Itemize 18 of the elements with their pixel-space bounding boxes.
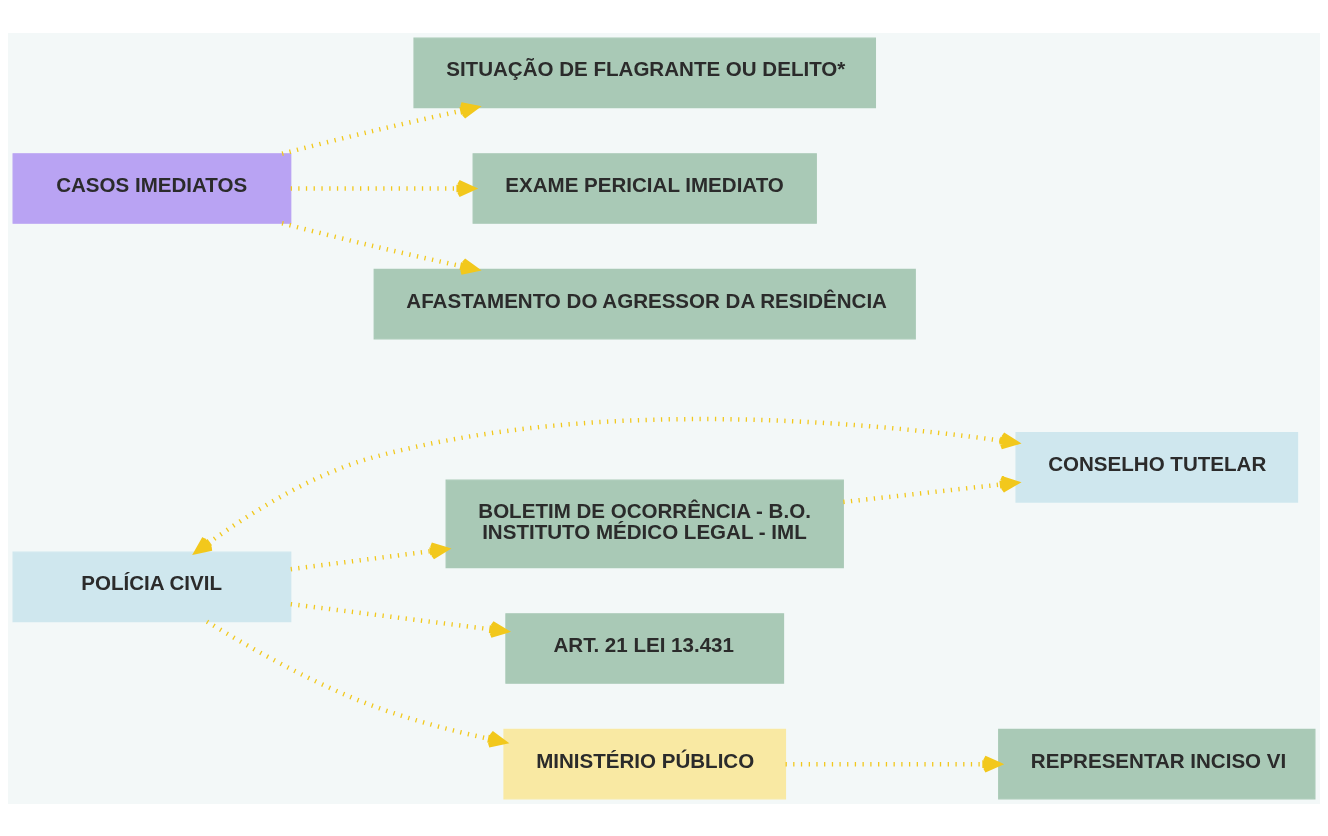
arrow — [843, 475, 1019, 504]
node-box: POLÍCIA CIVIL — [12, 551, 292, 622]
arrow — [290, 601, 508, 638]
node-box: CONSELHO TUTELAR — [1015, 431, 1299, 503]
node-box: ART. 21 LEI 13.431 — [505, 612, 785, 684]
arrow — [785, 755, 1001, 773]
arrow — [290, 541, 449, 571]
node-box: MINISTÉRIO PÚBLICO — [503, 728, 787, 799]
arrow — [194, 416, 1019, 554]
arrow — [281, 101, 479, 156]
arrow — [290, 179, 476, 197]
node-box: CASOS IMEDIATOS — [12, 152, 292, 224]
node-box: AFASTAMENTO DO AGRESSOR DA RESIDÊNCIA — [373, 268, 916, 339]
node-box: SITUAÇÃO DE FLAGRANTE OU DELITO* — [413, 37, 877, 108]
arrow — [281, 220, 479, 275]
node-box: REPRESENTAR INCISO VI — [998, 728, 1316, 799]
node-box: EXAME PERICIAL IMEDIATO — [472, 152, 817, 224]
node-box: BOLETIM DE OCORRÊNCIA - B.O. INSTITUTO MÉDICO LEGAL - IML — [445, 479, 844, 568]
